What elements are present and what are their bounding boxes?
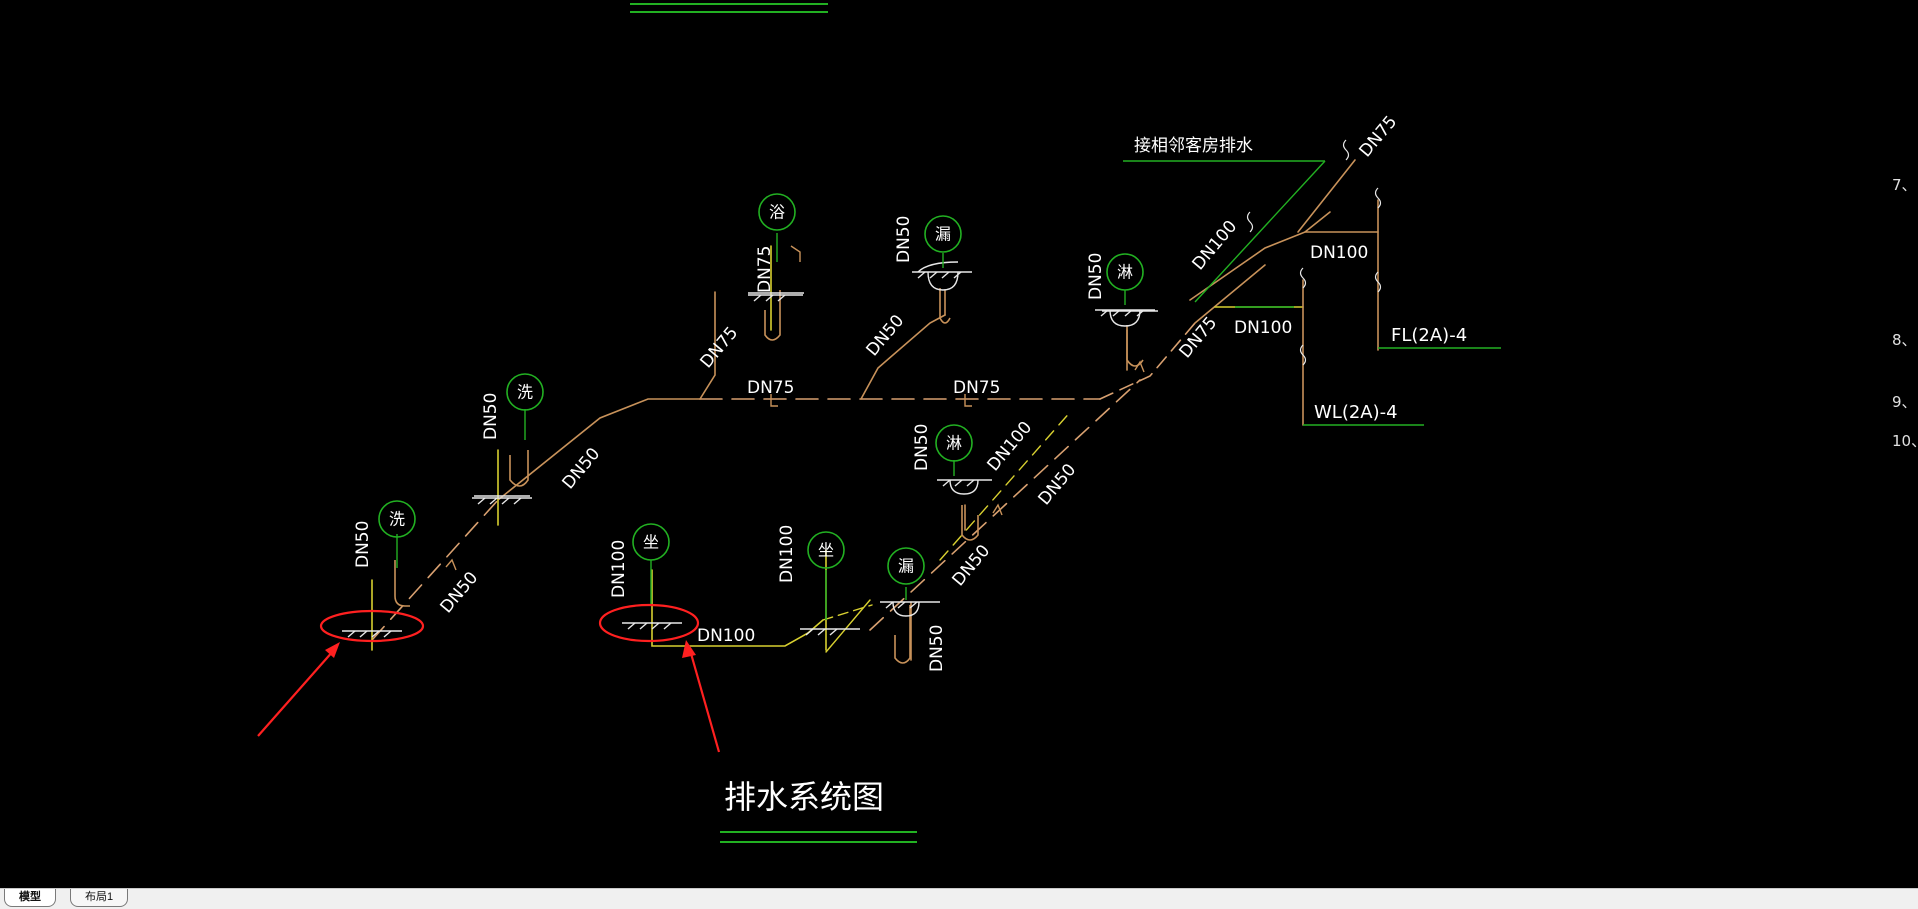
arrow-center-head	[682, 640, 696, 658]
pipe-label: DN50	[912, 424, 932, 471]
pipe-label: DN100	[984, 418, 1037, 475]
side-note-7: 7、	[1892, 176, 1917, 194]
pipe-label: DN50	[949, 541, 995, 590]
pipe-label: DN50	[863, 311, 909, 360]
drawing-canvas[interactable]: 洗 洗 坐 坐 浴 漏 淋 淋 漏 DN50 DN50 DN100 DN100 …	[0, 0, 1918, 888]
arrow-left-shaft	[257, 649, 335, 737]
arrow-left-head	[325, 642, 340, 658]
fixture-label-drain1: 漏	[935, 225, 951, 244]
pipe-label: DN75	[747, 378, 794, 398]
fixture-circle-toilet2	[807, 531, 845, 569]
riser-labels: FL(2A)-4 WL(2A)-4	[1314, 325, 1467, 423]
fixture-circle-wash2	[506, 373, 544, 411]
fixture-label-drain2: 漏	[898, 557, 914, 576]
side-notes: 7、 8、 9、 10、	[1892, 176, 1918, 450]
fixture-labels: 洗 洗 坐 坐 浴 漏 淋 淋 漏	[389, 203, 1133, 576]
highlight-ellipse-left	[319, 609, 425, 643]
fixture-circle-bath	[758, 193, 796, 231]
pipe-label: DN100	[697, 626, 755, 646]
pipe-label: DN50	[559, 444, 605, 493]
pipe-label: DN50	[1035, 460, 1081, 509]
fixture-label-shower2: 淋	[946, 434, 962, 453]
drawing-title: 排水系统图	[724, 778, 884, 816]
arrow-center-shaft	[688, 649, 721, 753]
pipe-label: DN100	[609, 540, 629, 598]
pipe-label: DN75	[1356, 112, 1402, 161]
riser-label-wl: WL(2A)-4	[1314, 402, 1398, 423]
pipe-label: DN50	[927, 625, 947, 672]
green-leaders	[396, 160, 1501, 620]
pipe-upper-solid	[497, 398, 701, 501]
tab-layout1[interactable]: 布局1	[70, 889, 129, 907]
pipe-label: DN50	[353, 521, 373, 568]
side-note-8: 8、	[1892, 331, 1917, 349]
red-annotations	[257, 603, 721, 753]
fixture-label-wash1: 洗	[389, 510, 405, 529]
fixture-label-toilet1: 坐	[643, 533, 659, 552]
tab-model[interactable]: 模型	[4, 889, 56, 907]
fixture-label-toilet2: 坐	[818, 541, 834, 560]
pipe-label: DN50	[894, 216, 914, 263]
fixture-bowls	[892, 261, 1141, 617]
top-underline	[630, 3, 828, 13]
pipe-label: DN75	[755, 246, 775, 293]
pipe-size-labels: DN50 DN50 DN100 DN100 DN75 DN50 DN50 DN5…	[353, 112, 1401, 672]
fixture-circle-toilet1	[632, 523, 670, 561]
pipe-right-upper	[1189, 231, 1379, 301]
pipe-label: DN75	[953, 378, 1000, 398]
arrowheads	[325, 640, 696, 658]
fixture-circle-drain2	[887, 547, 925, 585]
side-note-9: 9、	[1892, 393, 1917, 411]
pipe-traps	[394, 288, 1144, 664]
pipe-ticks	[445, 245, 1145, 571]
fixture-circle-shower1	[1106, 253, 1144, 291]
highlight-ellipse-center	[598, 603, 700, 643]
pipe-label: DN100	[1310, 243, 1368, 263]
fixture-label-wash2: 洗	[517, 383, 533, 402]
fixture-label-bath: 浴	[769, 203, 785, 222]
pipe-left-dashed	[371, 499, 499, 641]
fixture-circle-drain1	[924, 215, 962, 253]
fixture-circle-wash1	[378, 500, 416, 538]
riser-label-fl: FL(2A)-4	[1391, 325, 1467, 346]
pipe-label: DN75	[697, 323, 743, 372]
floor-hatch-symbols	[342, 271, 1158, 638]
pipe-label: DN100	[1234, 318, 1292, 338]
fixture-circle-shower2	[935, 424, 973, 462]
side-note-10: 10、	[1892, 432, 1918, 450]
pipe-label: DN50	[481, 393, 501, 440]
note-adjacent-room: 接相邻客房排水	[1134, 136, 1253, 156]
break-symbols	[1246, 139, 1382, 366]
pipe-mid-dashed	[869, 379, 1141, 631]
drawing-title-underline	[720, 831, 917, 843]
pipe-label: DN50	[437, 568, 483, 617]
fixture-markers	[378, 193, 1144, 585]
pipe-label: DN50	[1086, 253, 1106, 300]
layout-tab-bar: 模型 布局1	[0, 888, 1918, 909]
pipe-label: DN100	[1189, 217, 1242, 274]
pipe-label: DN100	[777, 525, 797, 583]
fixture-label-shower1: 淋	[1117, 263, 1133, 282]
